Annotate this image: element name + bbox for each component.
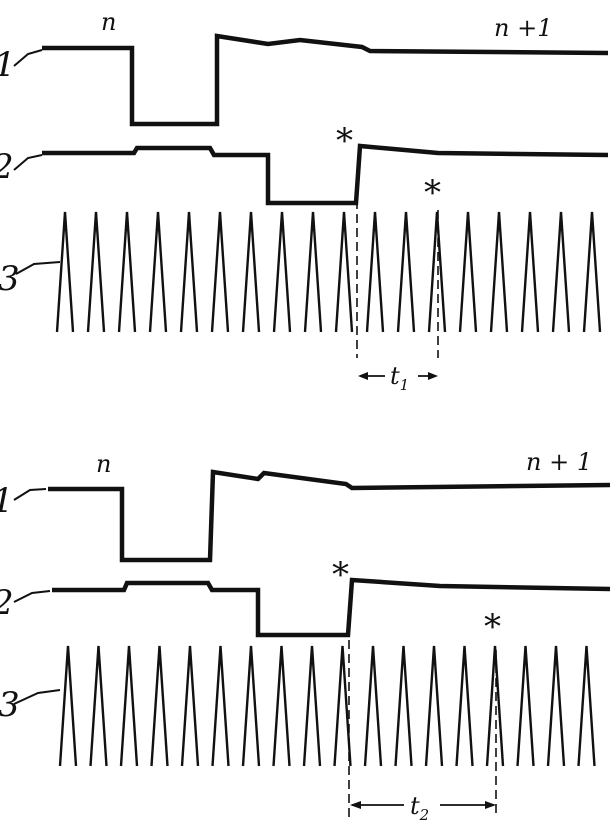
sawtooth-tooth-bottom-8 [272,645,291,767]
sawtooth-tooth-bottom-5 [180,645,200,767]
sawtooth-tooth-top-11 [365,211,385,333]
sawtooth-tooth-top-8 [272,211,292,333]
sawtooth-tooth-bottom-10 [333,645,352,767]
sawtooth-tooth-bottom-16 [516,645,535,767]
sawtooth-tooth-top-12 [396,211,416,333]
leader-2-top [13,154,43,171]
sawtooth-tooth-bottom-11 [363,645,383,767]
sawtooth-tooth-bottom-1 [58,645,78,767]
sawtooth-tooth-bottom-18 [577,645,596,767]
sawtooth-tooth-top-2 [86,211,106,333]
sawtooth-tooth-top-16 [520,211,540,333]
interval-label-top: t1 [390,362,409,394]
sawtooth-tooth-bottom-17 [546,645,566,767]
marker-star-top-1: * [336,121,353,161]
sawtooth-tooth-bottom-12 [394,645,413,767]
sawtooth-tooth-top-10 [334,211,354,333]
sawtooth-tooth-top-7 [241,211,261,333]
label-n-plus-1-top: n +1 [494,14,552,42]
sawtooth-tooth-bottom-7 [241,645,261,767]
trace-2-top [42,143,609,206]
sawtooth-tooth-top-14 [458,211,478,333]
trace-label-1-bottom: 1 [0,481,14,521]
label-n-top: n [101,8,116,36]
trace-label-2-bottom: 2 [0,583,14,623]
trace-1-top [42,33,609,127]
trace-label-1-top: 1 [0,45,16,85]
interval-arrow-top [358,372,438,380]
sawtooth-tooth-bottom-13 [424,645,444,767]
trace-label-3-bottom: 3 [0,685,20,725]
trace-2-bottom [52,577,611,638]
sawtooth-tooth-top-3 [117,211,137,333]
marker-star-bottom-2: * [484,607,501,647]
sawtooth-tooth-top-1 [55,211,75,333]
interval-arrow-bottom [350,801,496,809]
sawtooth-tooth-bottom-14 [455,645,474,767]
leader-3-bottom [13,689,61,705]
sawtooth-tooth-bottom-9 [302,645,322,767]
leader-1-bottom [13,488,47,501]
sawtooth-tooth-bottom-15 [485,645,505,767]
sawtooth-tooth-top-18 [582,211,602,333]
sawtooth-tooth-top-17 [551,211,571,333]
sawtooth-tooth-bottom-6 [211,645,230,767]
leader-3-top [15,261,61,275]
sawtooth-tooth-bottom-3 [119,645,139,767]
sawtooth-tooth-top-6 [210,211,230,333]
panel-bottom: n n + 1 1 2 3 * * t2 [0,448,611,824]
sawtooth-tooth-top-5 [179,211,199,333]
sawtooth-tooth-top-15 [489,211,509,333]
leader-2-bottom [13,590,51,603]
label-n-plus-1-bottom: n + 1 [526,448,592,476]
trace-1-bottom [48,469,611,563]
sawtooth-tooth-top-4 [148,211,168,333]
sawtooth-tooth-bottom-4 [150,645,169,767]
sawtooth-tooth-top-9 [303,211,323,333]
marker-star-bottom-1: * [332,555,349,595]
sawtooth-train-bottom [58,645,596,767]
label-n-bottom: n [96,450,111,478]
trace-label-3-top: 3 [0,259,20,299]
sawtooth-train-top [55,211,602,333]
panel-top: n n +1 1 2 3 * * t1 [0,8,609,394]
trace-label-2-top: 2 [0,147,14,187]
leader-1-top [13,49,43,67]
marker-star-top-2: * [424,173,441,213]
interval-label-bottom: t2 [410,792,429,824]
sawtooth-tooth-top-13 [427,211,447,333]
sawtooth-tooth-bottom-2 [89,645,108,767]
